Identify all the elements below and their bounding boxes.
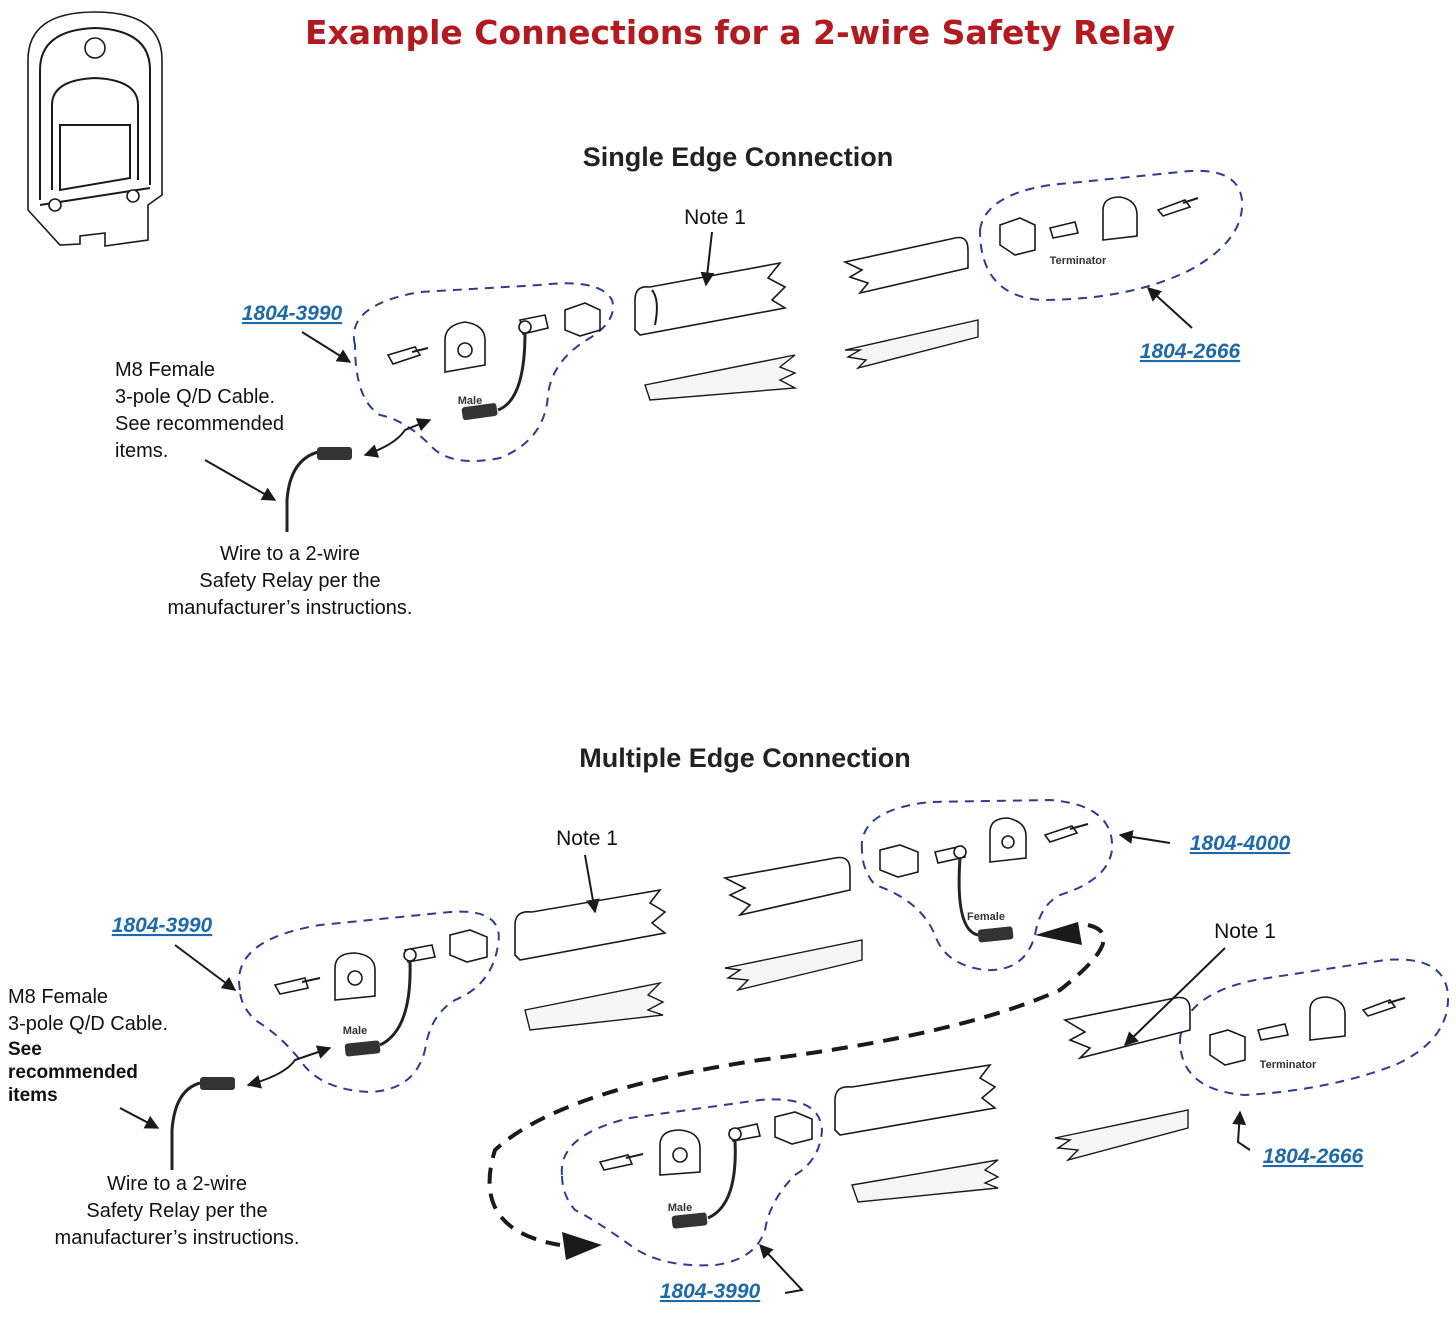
page-title: Example Connections for a 2-wire Safety …	[305, 13, 1175, 52]
multi-bottom-male-label: Male	[668, 1202, 692, 1214]
multi-edge-strip-front	[514, 888, 667, 961]
single-terminator-housing	[999, 217, 1036, 256]
single-edge-heading: Single Edge Connection	[583, 142, 894, 172]
edge-profile-illustration	[27, 11, 163, 247]
multi-left-male-label: Male	[343, 1025, 367, 1037]
multi-base-rail-right	[1054, 1109, 1189, 1162]
multi-left-male-connector	[344, 1040, 381, 1057]
svg-text:items: items	[8, 1085, 58, 1106]
single-kit-left-link[interactable]: 1804-3990	[242, 302, 343, 325]
svg-text:manufacturer’s instructions.: manufacturer’s instructions.	[168, 597, 413, 619]
multi-top-female-connector	[977, 926, 1014, 943]
single-terminator-plug	[1156, 197, 1199, 217]
multi-kit-top-group	[860, 798, 1114, 972]
multi-terminator-cap	[1309, 996, 1346, 1041]
multi-left-end-cap	[334, 952, 376, 1001]
single-base-rail-front	[644, 354, 798, 401]
svg-text:recommended: recommended	[8, 1062, 138, 1083]
svg-text:M8 Female: M8 Female	[8, 986, 108, 1008]
multi-left-end-plug	[273, 977, 321, 995]
multi-bottom-male-connector	[671, 1212, 708, 1229]
svg-text:items.: items.	[115, 440, 168, 462]
multi-top-end-plug	[1043, 823, 1089, 843]
svg-text:M8 Female: M8 Female	[115, 359, 215, 381]
svg-text:See recommended: See recommended	[115, 413, 284, 435]
multi-base-rail-mid	[724, 939, 863, 992]
multi-top-connector-housing	[879, 844, 919, 878]
multiple-edge-heading: Multiple Edge Connection	[579, 743, 911, 773]
multi-base-rail-bottom	[851, 1159, 1000, 1203]
single-connector-housing	[564, 302, 601, 337]
single-male-pigtail	[497, 332, 527, 412]
single-base-rail-back	[844, 319, 979, 370]
svg-text:Wire to a 2-wire: Wire to a 2-wire	[220, 543, 360, 565]
multi-kit-left-link[interactable]: 1804-3990	[112, 914, 213, 937]
svg-text:Safety Relay per the: Safety Relay per the	[86, 1200, 267, 1222]
multi-top-female-label: Female	[967, 911, 1005, 923]
single-kit-right-group	[978, 169, 1244, 302]
multi-note-1-b: Note 1	[1214, 920, 1276, 943]
svg-text:3-pole Q/D Cable.: 3-pole Q/D Cable.	[8, 1013, 168, 1035]
multi-note-1-a: Note 1	[556, 827, 618, 850]
svg-text:Wire to a 2-wire: Wire to a 2-wire	[107, 1173, 247, 1195]
multi-wire-description: Wire to a 2-wire Safety Relay per the ma…	[55, 1173, 300, 1249]
single-connector-insert	[518, 314, 549, 335]
multi-kit-bottom-group	[560, 1098, 824, 1267]
single-end-cap	[444, 321, 486, 373]
single-wire-description: Wire to a 2-wire Safety Relay per the ma…	[168, 543, 413, 619]
single-kit-right-link[interactable]: 1804-2666	[1140, 340, 1241, 363]
single-terminator-cap	[1102, 196, 1138, 241]
multi-left-connector-housing	[449, 929, 488, 963]
multi-edge-strip-right	[1062, 996, 1191, 1060]
multi-kit-left-group	[238, 910, 500, 1094]
multi-top-end-cap	[989, 817, 1027, 863]
multi-female-connector	[200, 1077, 235, 1090]
multi-top-connector-insert	[934, 845, 967, 864]
single-end-plug	[386, 346, 429, 365]
single-edge-strip-back	[842, 236, 969, 295]
multi-terminator-insert	[1256, 1023, 1290, 1041]
single-edge-strip-front	[634, 261, 788, 336]
single-note-1: Note 1	[684, 206, 746, 229]
multi-bottom-end-plug	[598, 1153, 644, 1171]
multi-left-connector-insert	[403, 944, 436, 963]
multi-terminator-label: Terminator	[1260, 1059, 1317, 1071]
multi-kit-right-link[interactable]: 1804-2666	[1263, 1145, 1364, 1168]
multi-base-rail-front	[524, 981, 665, 1031]
multi-terminator-plug	[1361, 997, 1406, 1017]
single-female-cable	[285, 450, 319, 532]
svg-text:3-pole Q/D Cable.: 3-pole Q/D Cable.	[115, 386, 275, 408]
multi-bottom-connector-insert	[728, 1123, 761, 1142]
multi-cable-description: M8 Female 3-pole Q/D Cable. See recommen…	[8, 986, 168, 1106]
single-cable-description: M8 Female 3-pole Q/D Cable. See recommen…	[115, 359, 284, 462]
single-male-connector	[461, 403, 498, 421]
multi-kit-bottom-link[interactable]: 1804-3990	[660, 1280, 761, 1303]
multi-bottom-male-pigtail	[707, 1140, 737, 1220]
single-male-label: Male	[458, 395, 482, 407]
single-terminator-label: Terminator	[1050, 255, 1107, 267]
multi-left-male-pigtail	[379, 961, 412, 1047]
multi-terminator-housing	[1209, 1029, 1246, 1066]
single-female-connector	[317, 447, 352, 460]
multi-kit-top-link[interactable]: 1804-4000	[1190, 832, 1291, 855]
svg-text:See: See	[8, 1039, 42, 1060]
multi-edge-strip-mid	[722, 856, 851, 917]
multi-daisy-chain-path	[487, 923, 1106, 1247]
multi-kit-right-group	[1178, 958, 1450, 1097]
multi-edge-strip-bottom	[834, 1063, 997, 1136]
svg-text:manufacturer’s instructions.: manufacturer’s instructions.	[55, 1227, 300, 1249]
single-terminator-insert	[1048, 221, 1079, 239]
multi-female-cable	[170, 1081, 201, 1170]
multi-bottom-connector-housing	[774, 1111, 813, 1145]
multi-bottom-end-cap	[659, 1129, 701, 1176]
multi-top-female-pigtail	[957, 857, 979, 937]
svg-text:Safety Relay per the: Safety Relay per the	[199, 570, 380, 592]
